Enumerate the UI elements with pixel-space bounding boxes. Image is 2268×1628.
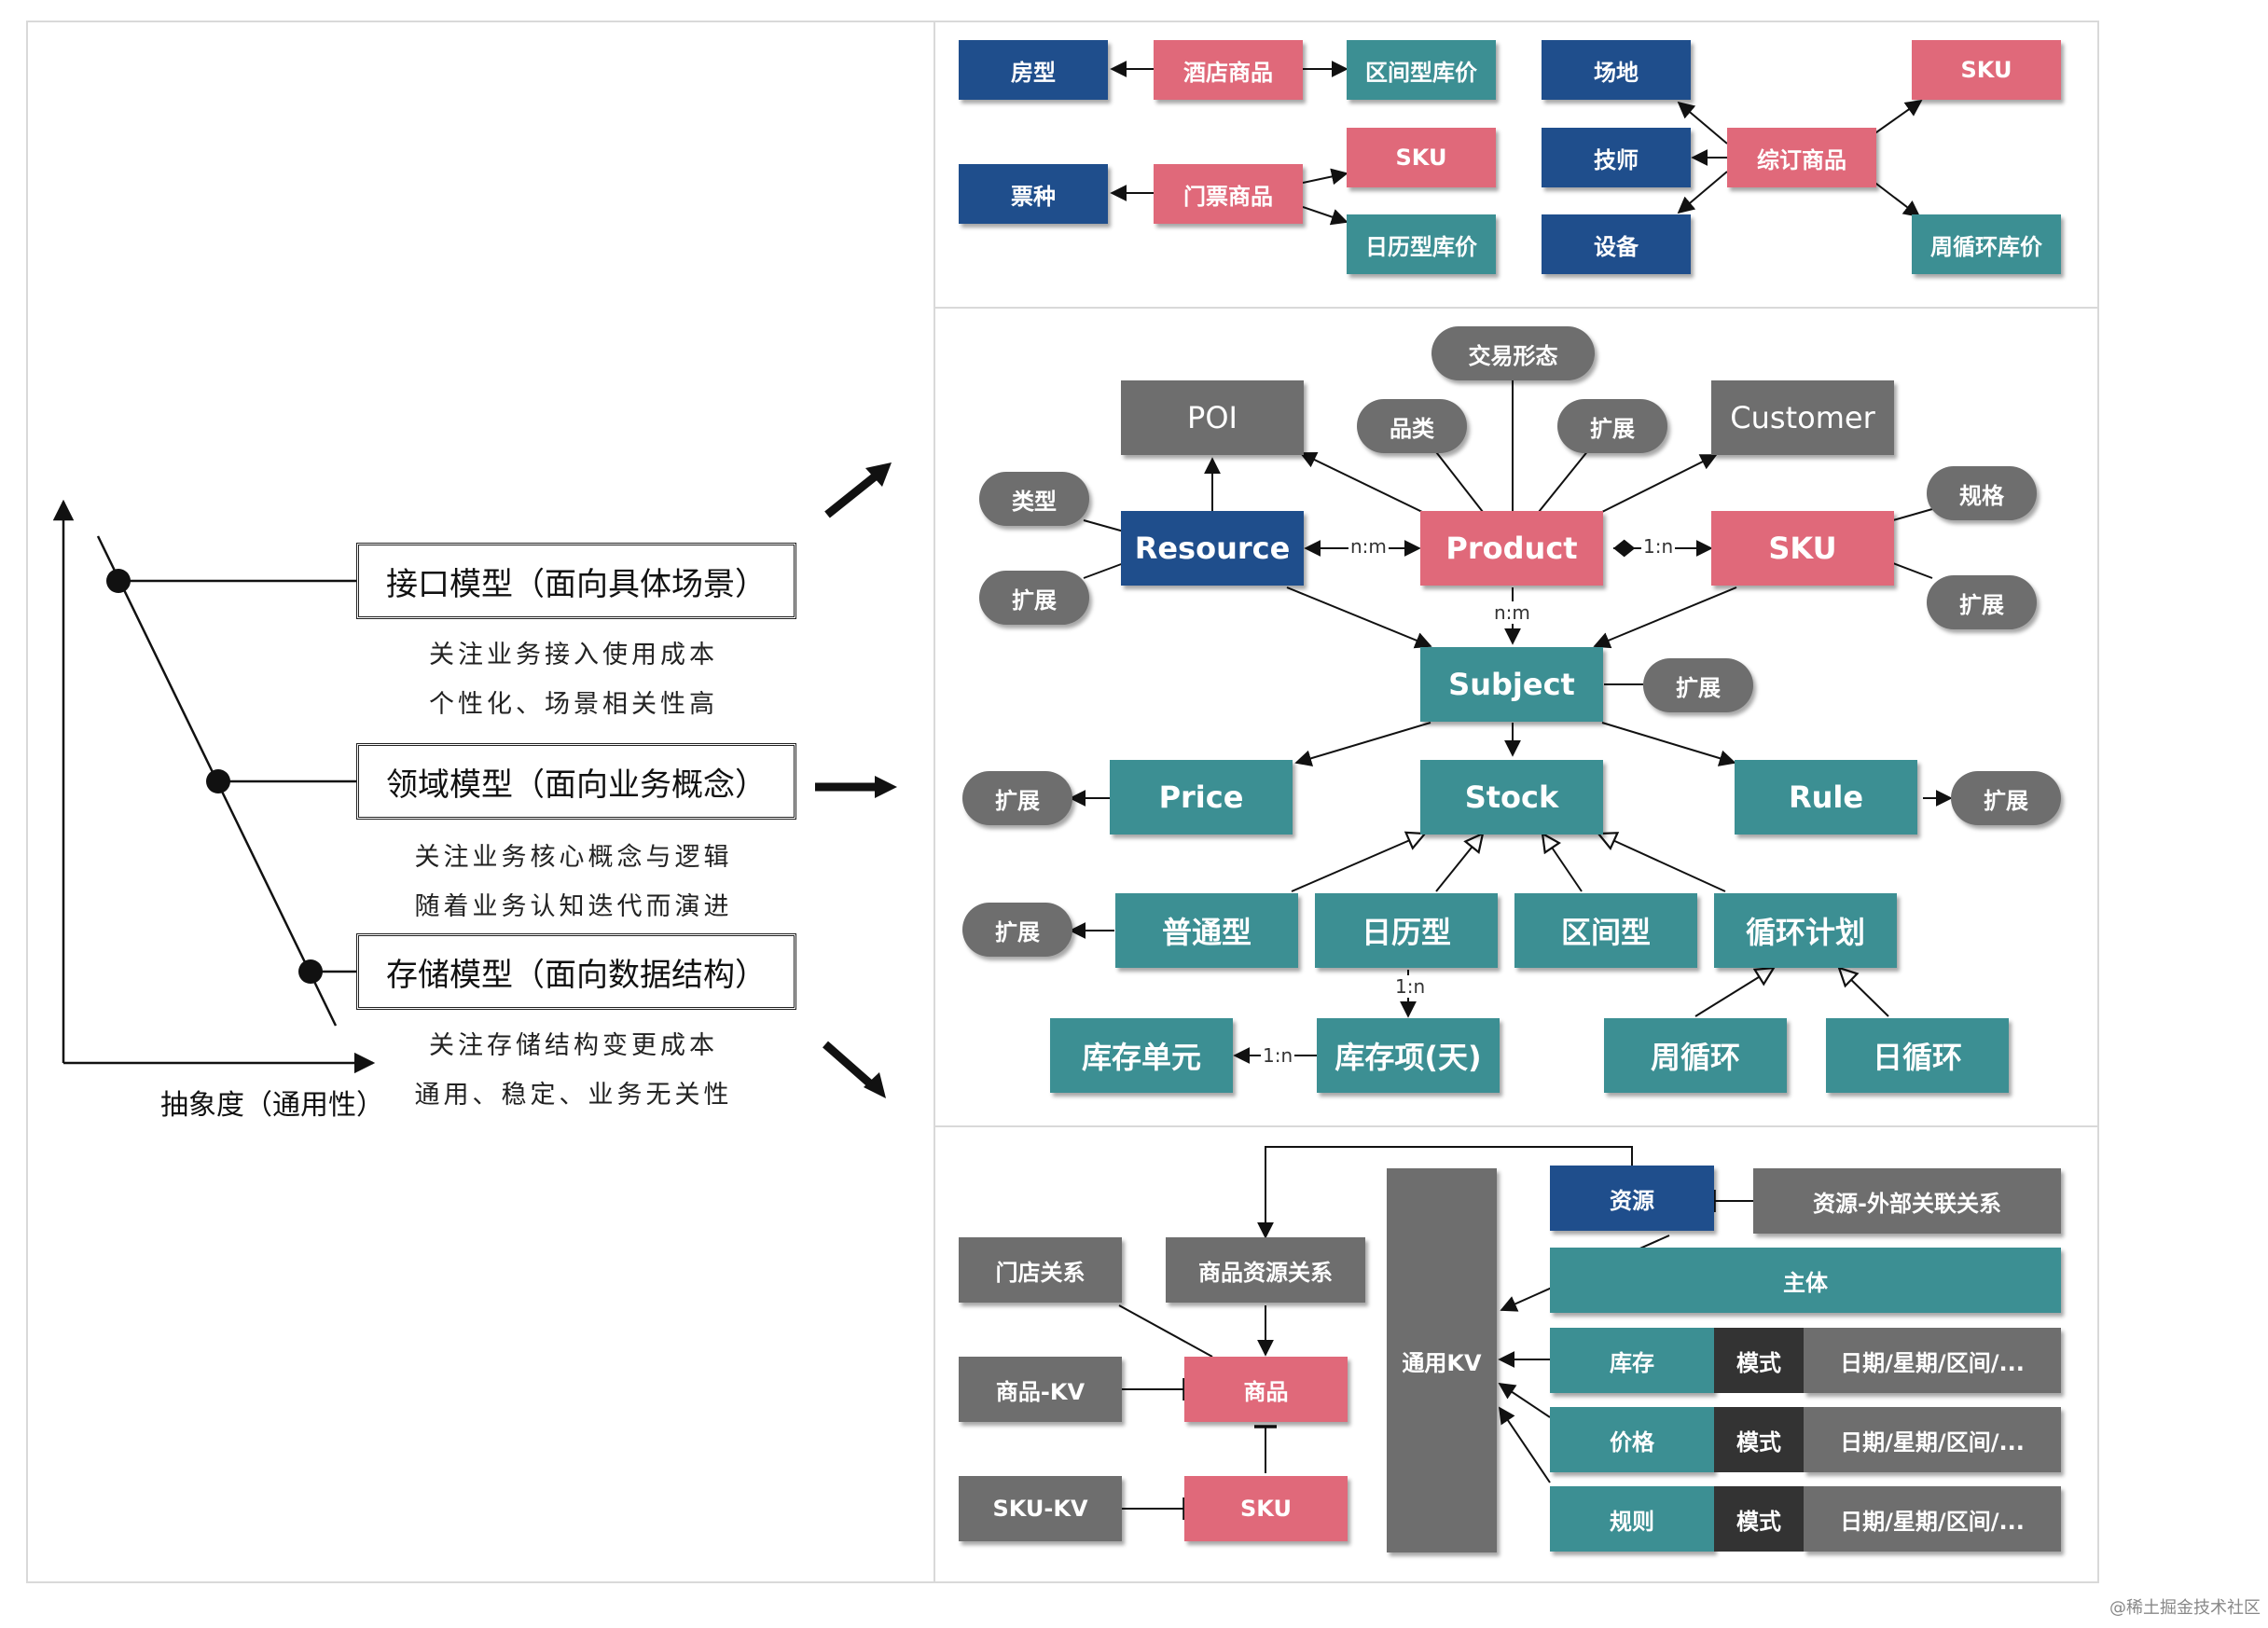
weekly-node: 周循环 — [1604, 1018, 1787, 1093]
device-node: 设备 — [1542, 214, 1691, 274]
interface-note-2: 个性化、场景相关性高 — [429, 690, 718, 719]
price-row-value: 日期/星期/区间/... — [1804, 1407, 2061, 1472]
rel-resource-product: n:m — [1348, 535, 1389, 558]
rel-product-sku: 1:n — [1641, 535, 1676, 558]
venue-node: 场地 — [1542, 40, 1691, 100]
domain-model-box: 领域模型（面向业务概念） — [356, 743, 796, 820]
store-rel-node: 门店关系 — [959, 1237, 1122, 1303]
room-type-node: 房型 — [959, 40, 1108, 100]
cycle-plan-node: 循环计划 — [1714, 893, 1897, 968]
rel-calendar-item: 1:n — [1393, 975, 1428, 998]
rel-product-subject: n:m — [1492, 601, 1532, 624]
weekly-price-node: 周循环库价 — [1912, 214, 2061, 274]
bottom-panel — [933, 1125, 2099, 1583]
trade-form-node: 交易形态 — [1431, 326, 1595, 380]
hotel-goods-node: 酒店商品 — [1154, 40, 1303, 100]
resource-ext-rel-node: 资源-外部关联关系 — [1753, 1168, 2061, 1234]
ticket-type-node: 票种 — [959, 164, 1108, 224]
bottom-sku-node: SKU — [1184, 1476, 1348, 1541]
interface-model-box: 接口模型（面向具体场景） — [356, 543, 796, 619]
poi-node: POI — [1121, 380, 1304, 455]
normal-stock-node: 普通型 — [1115, 893, 1298, 968]
domain-note-2: 随着业务认知迭代而演进 — [414, 892, 733, 921]
subject-node: Subject — [1420, 647, 1603, 722]
category-node: 品类 — [1357, 399, 1467, 453]
rule-ext-node: 扩展 — [1951, 771, 2061, 825]
rule-row-mode: 模式 — [1714, 1486, 1804, 1552]
combo-goods-node: 综订商品 — [1727, 128, 1876, 187]
resource-ext-node: 扩展 — [979, 571, 1089, 625]
storage-model-title: 存储模型（面向数据结构） — [386, 956, 767, 994]
resource-node: Resource — [1121, 511, 1304, 586]
ticket-goods-node: 门票商品 — [1154, 164, 1303, 224]
goods-res-rel-node: 商品资源关系 — [1166, 1237, 1365, 1303]
arrow-to-top — [824, 470, 881, 518]
rule-row-value: 日期/星期/区间/... — [1804, 1486, 2061, 1552]
price-node: Price — [1110, 760, 1293, 835]
type-node: 类型 — [979, 472, 1089, 526]
storage-note-1: 关注存储结构变更成本 — [429, 1031, 718, 1060]
stock-item-node: 库存项(天) — [1317, 1018, 1500, 1093]
sku-ext-node: 扩展 — [1927, 575, 2037, 629]
stock-row-value: 日期/星期/区间/... — [1804, 1328, 2061, 1393]
combo-sku-node: SKU — [1912, 40, 2061, 100]
price-ext-node: 扩展 — [962, 771, 1072, 825]
subject-ext-node: 扩展 — [1643, 658, 1753, 712]
storage-dot — [298, 959, 323, 984]
storage-note-2: 通用、稳定、业务无关性 — [414, 1081, 733, 1110]
calendar-price-node: 日历型库价 — [1347, 214, 1496, 274]
ticket-sku-node: SKU — [1347, 128, 1496, 187]
rel-item-unit: 1:n — [1261, 1044, 1295, 1067]
storage-model-box: 存储模型（面向数据结构） — [356, 933, 796, 1010]
interface-dot — [106, 569, 131, 593]
price-row-name: 价格 — [1550, 1407, 1714, 1472]
stock-unit-node: 库存单元 — [1050, 1018, 1233, 1093]
stock-node: Stock — [1420, 760, 1603, 835]
axis-label: 抽象度（通用性） — [160, 1089, 384, 1122]
resource-store-node: 资源 — [1550, 1166, 1714, 1231]
stock-row-name: 库存 — [1550, 1328, 1714, 1393]
arrow-to-bottom — [823, 1041, 875, 1089]
common-kv-node: 通用KV — [1387, 1168, 1497, 1552]
goods-node: 商品 — [1184, 1357, 1348, 1422]
sku-node: SKU — [1711, 511, 1894, 586]
normal-ext-node: 扩展 — [962, 903, 1072, 957]
spec-node: 规格 — [1927, 466, 2037, 520]
product-node: Product — [1420, 511, 1603, 586]
interface-model-title: 接口模型（面向具体场景） — [386, 565, 767, 603]
range-stock-node: 区间型 — [1514, 893, 1697, 968]
price-row-mode: 模式 — [1714, 1407, 1804, 1472]
rule-node: Rule — [1735, 760, 1917, 835]
sku-kv-node: SKU-KV — [959, 1476, 1122, 1541]
technician-node: 技师 — [1542, 128, 1691, 187]
interface-note-1: 关注业务接入使用成本 — [429, 641, 718, 669]
stock-row-mode: 模式 — [1714, 1328, 1804, 1393]
calendar-stock-node: 日历型 — [1315, 893, 1498, 968]
subject-store-node: 主体 — [1550, 1248, 2061, 1313]
watermark: @稀土掘金技术社区 — [2109, 1598, 2261, 1618]
domain-model-title: 领域模型（面向业务概念） — [386, 766, 767, 804]
goods-kv-node: 商品-KV — [959, 1357, 1122, 1422]
range-price-node: 区间型库价 — [1347, 40, 1496, 100]
rule-row-name: 规则 — [1550, 1486, 1714, 1552]
product-ext-node: 扩展 — [1557, 399, 1667, 453]
daily-node: 日循环 — [1826, 1018, 2009, 1093]
domain-dot — [206, 769, 230, 793]
customer-node: Customer — [1711, 380, 1894, 455]
domain-note-1: 关注业务核心概念与逻辑 — [414, 843, 733, 872]
